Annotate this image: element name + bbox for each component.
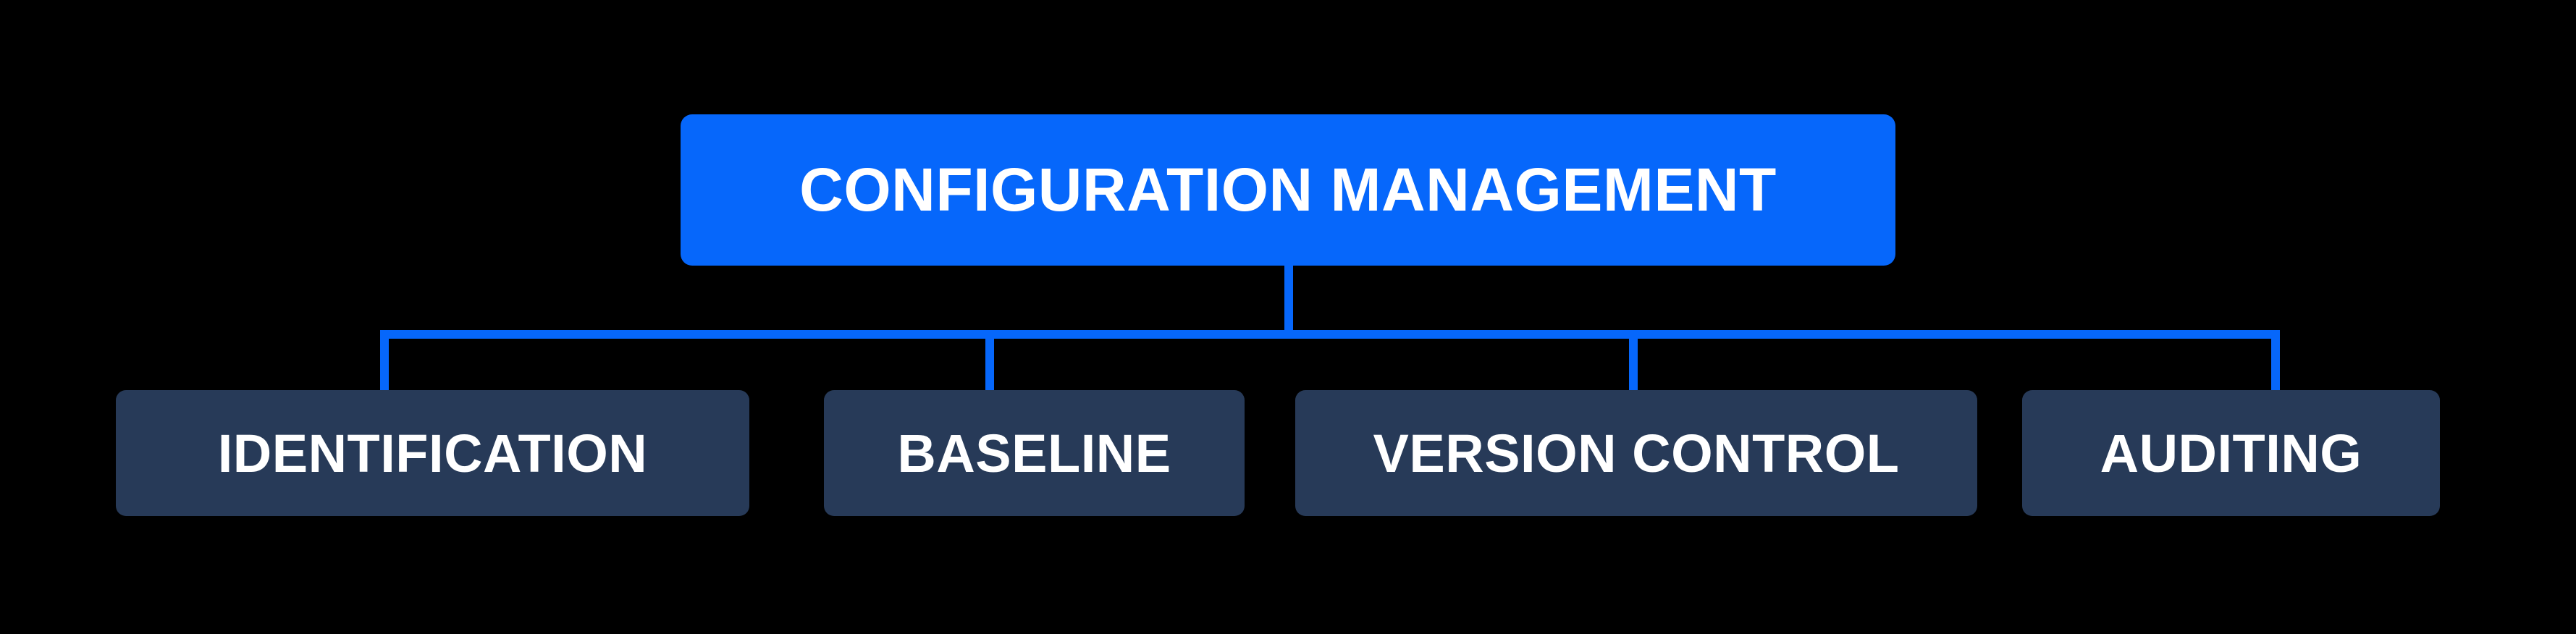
- connector-stem: [1284, 266, 1293, 339]
- child-node-auditing: AUDITING: [2022, 390, 2440, 516]
- child-node-version-control: VERSION CONTROL: [1295, 390, 1977, 516]
- child-node-baseline: BASELINE: [824, 390, 1245, 516]
- child-node-label: AUDITING: [2100, 423, 2362, 483]
- connector-drop-identification: [380, 330, 389, 390]
- child-node-identification: IDENTIFICATION: [116, 390, 749, 516]
- connector-drop-auditing: [2271, 330, 2280, 390]
- root-node-label: CONFIGURATION MANAGEMENT: [799, 156, 1777, 224]
- child-node-label: VERSION CONTROL: [1373, 423, 1900, 483]
- connector-horizontal-rail: [380, 330, 2280, 339]
- child-node-label: BASELINE: [897, 423, 1171, 483]
- connector-drop-version-control: [1629, 330, 1638, 390]
- connector-drop-baseline: [985, 330, 994, 390]
- child-node-label: IDENTIFICATION: [217, 423, 648, 483]
- root-node-configuration-management: CONFIGURATION MANAGEMENT: [681, 114, 1895, 266]
